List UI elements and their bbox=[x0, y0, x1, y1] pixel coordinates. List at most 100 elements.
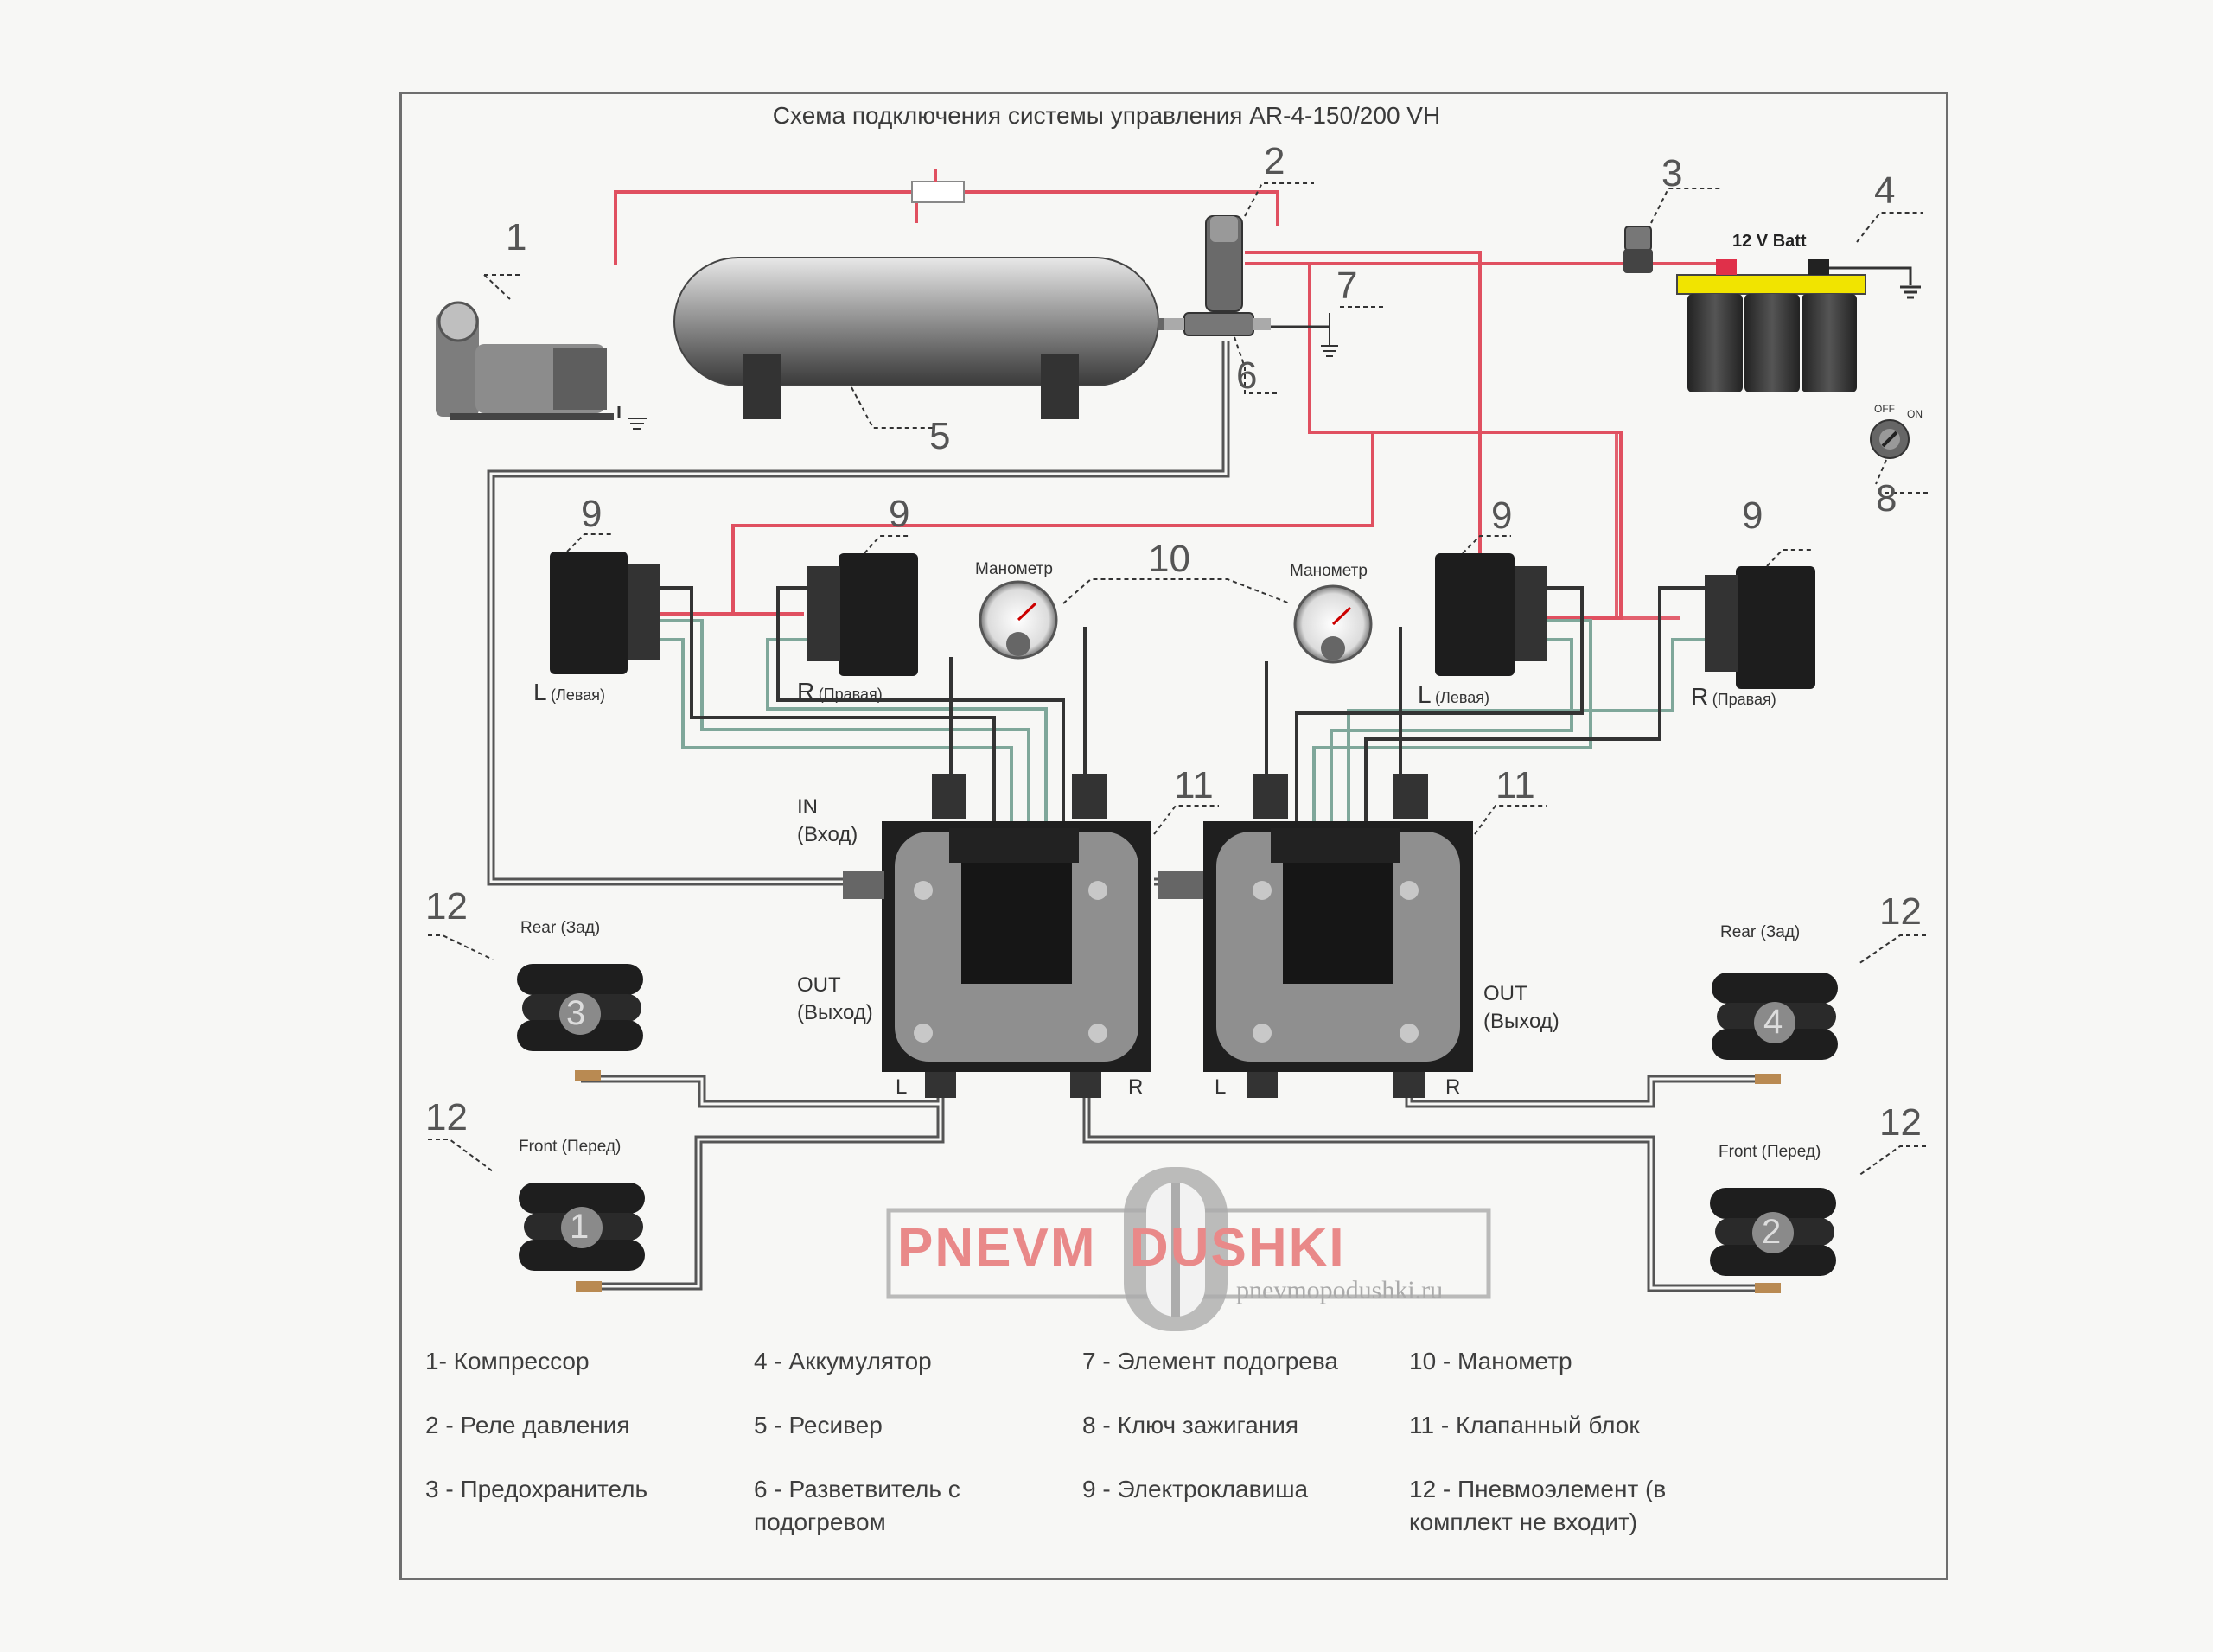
switch-3-text: (Левая) bbox=[1435, 689, 1489, 706]
air-spring-1 bbox=[519, 1183, 645, 1292]
legend-item-7: 7 - Элемент подогрева bbox=[1082, 1348, 1338, 1375]
callout-12d: 12 bbox=[1879, 1101, 1922, 1144]
watermark-brand: PNEVM DUSHKI bbox=[897, 1218, 1346, 1278]
callout-3: 3 bbox=[1661, 152, 1683, 195]
air-spring-4 bbox=[1712, 973, 1838, 1084]
inline-fuse bbox=[911, 181, 965, 203]
legend-item-1: 1- Компрессор bbox=[425, 1348, 590, 1375]
callout-12a: 12 bbox=[425, 885, 468, 928]
gauges bbox=[979, 578, 1373, 664]
spring-3-number: 3 bbox=[566, 994, 586, 1032]
port-l-right: L bbox=[1215, 1075, 1227, 1099]
air-lines bbox=[487, 341, 1770, 1292]
callout-11b: 11 bbox=[1496, 764, 1535, 807]
switch-4-letter: R bbox=[1691, 683, 1709, 710]
pressure-relay bbox=[1205, 182, 1314, 312]
port-r-left: R bbox=[1128, 1075, 1144, 1099]
valve-out-right-ru-text: (Выход) bbox=[1483, 1010, 1559, 1033]
legend-item-6: 6 - Разветвитель с подогревом bbox=[754, 1476, 960, 1535]
battery-label: 12 V Batt bbox=[1732, 232, 1807, 251]
switch-2 bbox=[807, 535, 918, 676]
legend-item-2: 2 - Реле давления bbox=[425, 1412, 630, 1438]
callout-10: 10 bbox=[1148, 538, 1190, 580]
switch-3-letter: L bbox=[1418, 681, 1432, 708]
switch-1-letter: L bbox=[533, 679, 547, 705]
switch-3 bbox=[1435, 535, 1547, 676]
air-spring-3 bbox=[517, 964, 643, 1081]
switch-2-text: (Правая) bbox=[818, 686, 883, 703]
callout-5: 5 bbox=[929, 415, 951, 457]
callout-1: 1 bbox=[506, 216, 527, 258]
spring-2-number: 2 bbox=[1762, 1213, 1782, 1251]
spring-1-position: Front (Перед) bbox=[519, 1138, 622, 1156]
valve-block-left bbox=[843, 774, 1219, 1098]
gauge-left bbox=[979, 578, 1291, 660]
callout-7: 7 bbox=[1336, 265, 1358, 307]
port-r-right: R bbox=[1445, 1075, 1461, 1099]
callout-12c: 12 bbox=[1879, 890, 1922, 933]
spring-2-position: Front (Перед) bbox=[1719, 1143, 1821, 1161]
switch-4 bbox=[1705, 549, 1815, 689]
heated-splitter bbox=[1164, 306, 1383, 394]
spring-1-number: 1 bbox=[570, 1208, 590, 1246]
spring-4-position: Rear (Зад) bbox=[1720, 923, 1801, 941]
valve-out-left-ru-text: (Выход) bbox=[797, 1001, 873, 1024]
switch-4-label: R (Правая) bbox=[1691, 683, 1776, 711]
switch-2-letter: R bbox=[797, 678, 815, 705]
watermark bbox=[886, 1167, 1491, 1331]
valve-in-label: IN (Вход) bbox=[797, 794, 858, 849]
compressor bbox=[436, 274, 647, 430]
valve-out-left-text: OUT bbox=[797, 973, 841, 997]
callout-11a: 11 bbox=[1174, 764, 1214, 807]
dark-signal-wiring bbox=[660, 586, 1705, 821]
legend-item-10: 10 - Манометр bbox=[1409, 1348, 1572, 1375]
gauge-right bbox=[1293, 584, 1373, 664]
battery bbox=[1676, 212, 1923, 392]
switch-3-label: L (Левая) bbox=[1418, 681, 1489, 709]
valve-out-right-text: OUT bbox=[1483, 982, 1527, 1005]
power-wiring bbox=[614, 190, 1720, 620]
diagram-frame bbox=[399, 92, 1948, 1580]
callout-9d: 9 bbox=[1742, 494, 1763, 537]
switch-1 bbox=[550, 533, 660, 674]
switch-2-label: R (Правая) bbox=[797, 678, 883, 705]
ignition-off-label: OFF bbox=[1874, 403, 1895, 415]
switch-4-text: (Правая) bbox=[1712, 691, 1776, 708]
valve-in-ru-text: (Вход) bbox=[797, 823, 858, 846]
valve-block-right bbox=[1158, 774, 1547, 1098]
watermark-site: pnevmopodushki.ru bbox=[1236, 1276, 1444, 1304]
legend-item-12: 12 - Пневмоэлемент (в комплект не входит… bbox=[1409, 1476, 1667, 1535]
diagram-title: Схема подключения системы управления AR-… bbox=[772, 102, 1441, 129]
ignition-on-label: ON bbox=[1907, 408, 1923, 420]
valve-in-text: IN bbox=[797, 795, 818, 819]
legend-item-3: 3 - Предохранитель bbox=[425, 1476, 648, 1502]
air-springs bbox=[428, 934, 1926, 1293]
spring-4-number: 4 bbox=[1763, 1003, 1783, 1041]
callout-6: 6 bbox=[1236, 354, 1258, 397]
callout-12b: 12 bbox=[425, 1096, 468, 1139]
switch-1-label: L (Левая) bbox=[533, 679, 605, 706]
callout-8: 8 bbox=[1876, 477, 1897, 520]
legend-item-8: 8 - Ключ зажигания bbox=[1082, 1412, 1299, 1438]
switch-1-text: (Левая) bbox=[551, 686, 605, 704]
signal-wiring bbox=[660, 619, 1705, 821]
callout-2: 2 bbox=[1264, 140, 1285, 182]
callout-9a: 9 bbox=[581, 493, 603, 535]
callout-9b: 9 bbox=[889, 493, 910, 535]
legend-item-4: 4 - Аккумулятор bbox=[754, 1348, 932, 1375]
gauge-right-label: Манометр bbox=[1290, 562, 1368, 580]
port-l-left: L bbox=[896, 1075, 908, 1099]
receiver-tank bbox=[673, 257, 1170, 429]
gauge-left-label: Манометр bbox=[975, 560, 1053, 578]
valve-out-right-label: OUT (Выход) bbox=[1483, 980, 1559, 1036]
callout-4: 4 bbox=[1874, 169, 1896, 212]
rocker-switches bbox=[550, 533, 1815, 689]
fuse-holder bbox=[1623, 188, 1720, 273]
air-spring-2 bbox=[1710, 1188, 1836, 1293]
valve-out-left-label: OUT (Выход) bbox=[797, 972, 873, 1027]
legend-item-5: 5 - Ресивер bbox=[754, 1412, 883, 1438]
ignition-key bbox=[1870, 419, 1929, 494]
legend-item-11: 11 - Клапанный блок bbox=[1409, 1412, 1640, 1438]
